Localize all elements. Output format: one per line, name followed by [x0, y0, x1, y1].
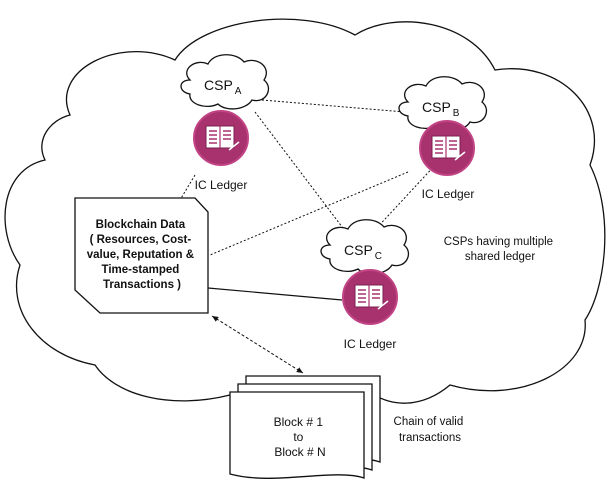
- csp-c-ledger-label: IC Ledger: [344, 337, 397, 351]
- ledger-book-icon: [193, 110, 249, 166]
- csp-a-cloud: [180, 54, 269, 110]
- csp-a-ledger-label: IC Ledger: [195, 178, 248, 192]
- ledger-book-icon: [342, 269, 398, 325]
- data-block-arrow: [211, 315, 304, 374]
- blockchain-data-text: Blockchain Data ( Resources, Cost- value…: [87, 219, 198, 291]
- csp-b-ledger-label: IC Ledger: [422, 187, 475, 201]
- ledger-book-icon: [419, 120, 475, 176]
- shared-ledger-note: CSPs having multiple shared ledger: [444, 236, 557, 263]
- chain-note: Chain of valid transactions: [394, 416, 467, 444]
- csp-c-cloud: [320, 219, 409, 275]
- link-a-c: [254, 111, 353, 241]
- link-c-data: [207, 287, 343, 301]
- block-stack: [229, 375, 381, 479]
- csp-b-cloud: [398, 76, 487, 132]
- block-range-text: Block # 1 to Block # N: [274, 415, 327, 459]
- link-a-data: [179, 174, 196, 201]
- blockchain-data-box: [74, 197, 209, 314]
